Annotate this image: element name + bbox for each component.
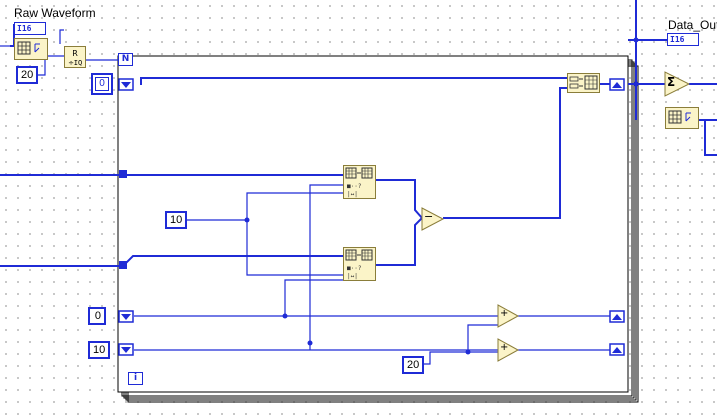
- raw-waveform-label: Raw Waveform: [14, 6, 96, 20]
- subtract-symbol: −: [424, 210, 434, 223]
- add-constant[interactable]: 20: [402, 356, 425, 374]
- data-out-type: I16: [670, 35, 685, 44]
- index-array-node[interactable]: [665, 107, 699, 129]
- add-symbol-1: +: [500, 308, 509, 319]
- offset-constant[interactable]: 10: [88, 341, 111, 359]
- reshape-symbol: R: [72, 49, 78, 58]
- subtract-node[interactable]: [421, 207, 445, 231]
- count-terminal[interactable]: N: [118, 53, 133, 66]
- add-symbol-2: +: [500, 342, 509, 353]
- wire-junctions: [119, 37, 639, 355]
- svg-text:|↔|: |↔|: [347, 273, 358, 280]
- array-index-value: 0: [95, 77, 109, 91]
- raw-waveform-terminal[interactable]: I16: [14, 22, 46, 35]
- build-array-icon: [569, 75, 598, 90]
- build-array-node[interactable]: [567, 73, 600, 93]
- start-index-constant[interactable]: 0: [88, 307, 106, 325]
- svg-text:÷: ÷: [68, 59, 74, 67]
- tunnel-left-1[interactable]: [119, 170, 127, 178]
- data-out-label: Data_Out: [668, 18, 717, 32]
- thin-wires: [0, 29, 610, 365]
- reshape-icon: R ÷ IQ: [68, 49, 82, 67]
- array-subset-icon: ■··? |↔|: [345, 167, 373, 198]
- sum-symbol: Σ: [667, 75, 676, 89]
- add-node-2[interactable]: [497, 338, 520, 362]
- for-loop-frame[interactable]: [117, 55, 629, 393]
- svg-text:■··?: ■··?: [347, 183, 362, 190]
- raw-waveform-type: I16: [17, 24, 32, 33]
- reshape-node[interactable]: R ÷ IQ: [64, 46, 86, 68]
- tunnel-left-2[interactable]: [119, 261, 127, 269]
- array-subset-node-2[interactable]: ■··? |↔|: [343, 247, 376, 281]
- svg-text:IQ: IQ: [74, 59, 82, 67]
- array-subset-node-1[interactable]: ■··? |↔|: [343, 165, 376, 199]
- array-grid-icon: [17, 41, 40, 55]
- window-size-constant[interactable]: 10: [165, 211, 188, 229]
- thick-wires: [0, 0, 717, 267]
- index-array-icon: [668, 110, 691, 124]
- add-node-1[interactable]: [497, 304, 520, 328]
- iteration-terminal[interactable]: i: [128, 372, 143, 385]
- input-count-constant[interactable]: 20: [16, 66, 39, 84]
- sum-node[interactable]: [664, 71, 691, 97]
- data-out-terminal[interactable]: I16: [667, 33, 699, 46]
- svg-text:■··?: ■··?: [347, 265, 362, 272]
- svg-text:|↔|: |↔|: [347, 191, 358, 198]
- shift-register-arrows: [121, 82, 622, 353]
- array-subset-icon: ■··? |↔|: [345, 249, 373, 280]
- array-index-control[interactable]: 0: [91, 73, 113, 95]
- array-subset-node[interactable]: [14, 38, 48, 60]
